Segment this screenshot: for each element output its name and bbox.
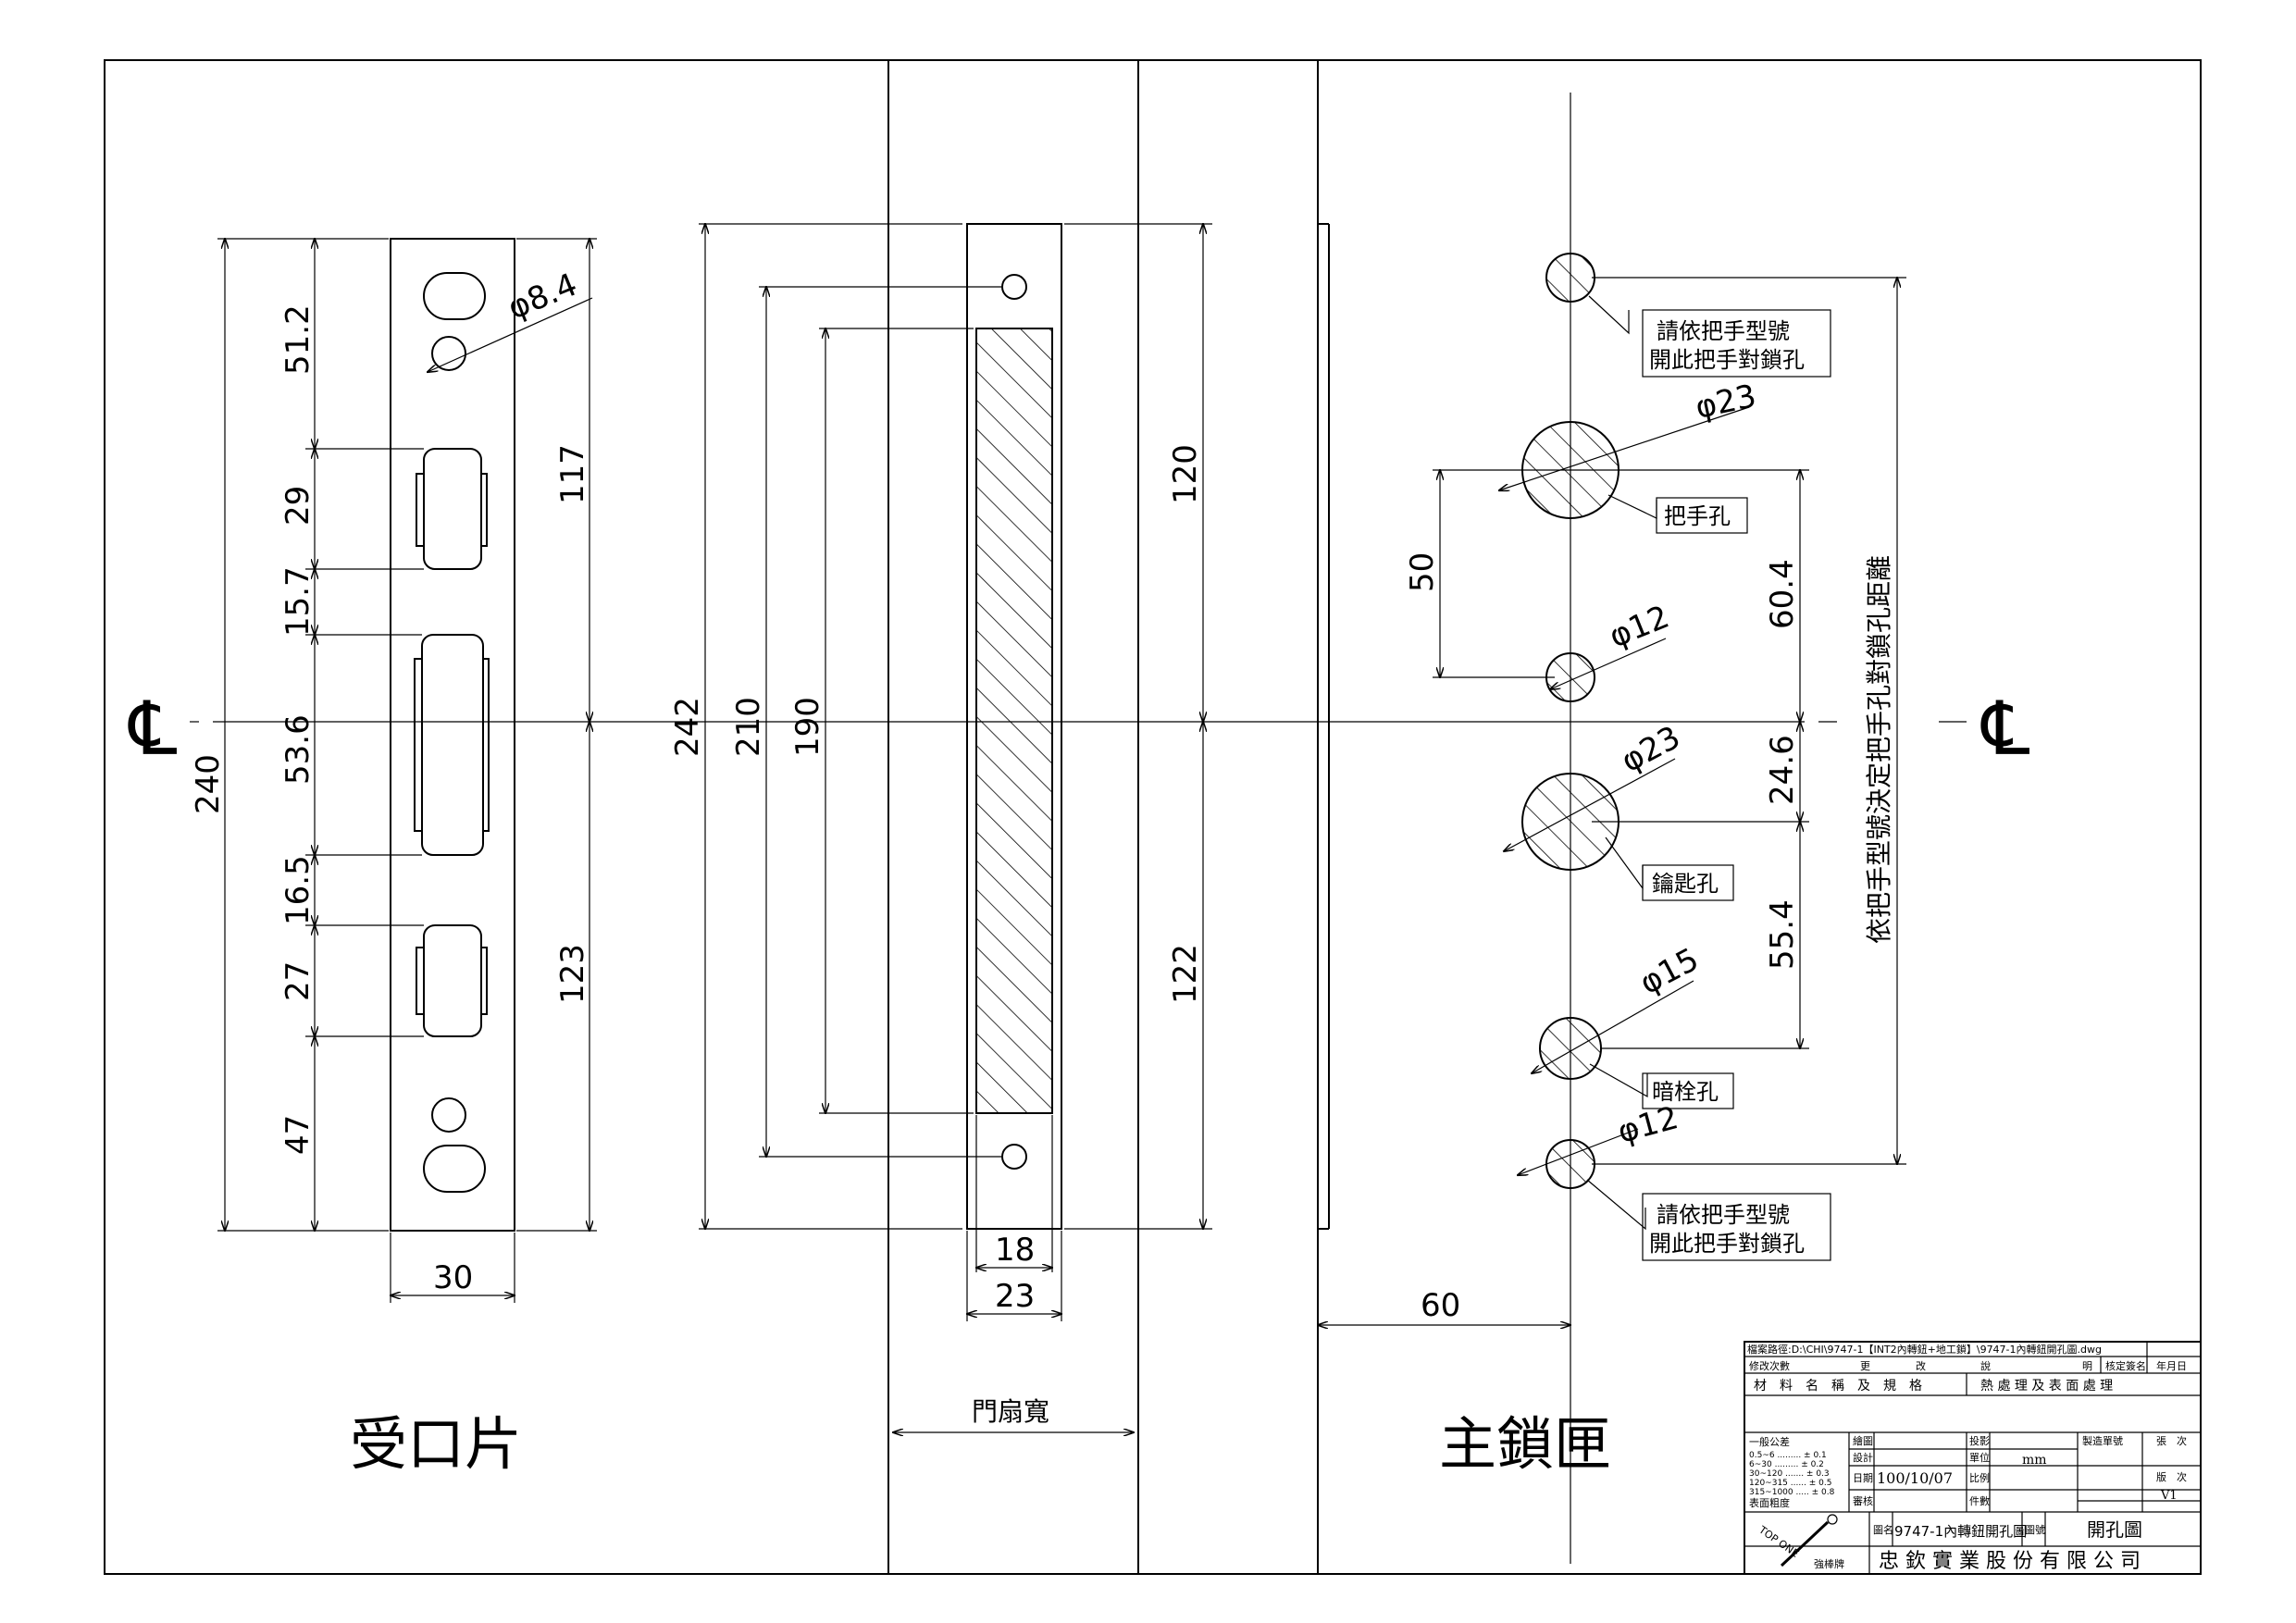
tb-change: 更 xyxy=(1860,1360,1870,1372)
dim-phi15: φ15 xyxy=(1633,941,1705,1002)
tb-material: 材 料 名 稱 及 規 格 xyxy=(1754,1379,1922,1394)
tb-date: 100/10/07 xyxy=(1877,1469,1953,1487)
dim-122: 122 xyxy=(1167,944,1204,1004)
tb-draw: 繪圖 xyxy=(1853,1434,1873,1447)
dim-24-6: 24.6 xyxy=(1764,735,1801,805)
dim-51-2: 51.2 xyxy=(279,304,316,375)
dim-23: 23 xyxy=(995,1278,1035,1315)
dim-15-7: 15.7 xyxy=(279,566,316,637)
strike-plate-label: 受口片 xyxy=(350,1410,522,1478)
tb-change2: 改 xyxy=(1916,1359,1926,1372)
handle-hole-label: 把手孔 xyxy=(1664,503,1731,529)
dim-47: 47 xyxy=(279,1115,316,1155)
centerline-symbol-right: ℄ xyxy=(1980,686,2029,772)
strike-plate xyxy=(217,238,597,1303)
tb-sheet-label: 張 次 xyxy=(2156,1434,2187,1447)
tb-approve: 核定簽名 xyxy=(2105,1359,2146,1372)
dim-60-4: 60.4 xyxy=(1764,559,1801,629)
tb-unit-val: mm xyxy=(2022,1453,2047,1468)
dim-55-4: 55.4 xyxy=(1764,899,1801,970)
dim-120: 120 xyxy=(1167,444,1204,504)
tb-tolerance: 一般公差 xyxy=(1749,1435,1790,1448)
tb-rev-count: 修改次數 xyxy=(1749,1359,1790,1372)
tb-surface: 表面粗度 xyxy=(1749,1496,1790,1509)
tb-date-col: 年月日 xyxy=(2156,1359,2187,1372)
tb-rev-label: 版 次 xyxy=(2156,1470,2187,1483)
svg-text:TOP ONE: TOP ONE xyxy=(1756,1523,1801,1560)
bolt-hole-label: 暗栓孔 xyxy=(1652,1079,1719,1105)
tb-tol-0: 0.5~6 ......... ± 0.1 xyxy=(1749,1451,1827,1460)
dim-60: 60 xyxy=(1421,1287,1460,1324)
dim-27: 27 xyxy=(279,961,316,1001)
tb-check: 審核 xyxy=(1853,1494,1873,1507)
tb-rev-val: V1 xyxy=(2160,1489,2178,1503)
dim-123: 123 xyxy=(554,944,591,1004)
tb-part: 件數 xyxy=(1969,1495,1990,1507)
tb-unit: 單位 xyxy=(1969,1451,1990,1464)
tb-tol-2: 30~120 ....... ± 0.3 xyxy=(1749,1469,1830,1479)
dim-50: 50 xyxy=(1404,552,1441,592)
door-width-label: 門扇寬 xyxy=(972,1396,1049,1427)
drawing-border xyxy=(104,59,2202,1575)
tb-proj: 投影 xyxy=(1969,1434,1990,1447)
lock-body xyxy=(1318,93,1906,1564)
tb-note: 說 xyxy=(1980,1359,1991,1372)
tb-design: 設計 xyxy=(1853,1451,1873,1464)
tb-brand: 強棒牌 xyxy=(1814,1557,1844,1570)
tb-tol-4: 315~1000 ..... ± 0.8 xyxy=(1749,1488,1835,1497)
dim-29: 29 xyxy=(279,486,316,526)
callout-bottom-line1: 請依把手型號 xyxy=(1657,1202,1790,1228)
dim-30: 30 xyxy=(433,1259,473,1296)
dim-117: 117 xyxy=(554,444,591,504)
tb-work-order: 製造單號 xyxy=(2082,1434,2123,1447)
lock-body-label: 主鎖匣 xyxy=(1439,1410,1611,1478)
dim-phi23-handle: φ23 xyxy=(1693,378,1760,427)
tb-dwg-name: 9747-1內轉鈕開孔圖 xyxy=(1894,1523,2027,1540)
door-edge-view xyxy=(699,223,1212,1432)
dim-53-6: 53.6 xyxy=(279,714,316,785)
dim-240: 240 xyxy=(190,754,227,814)
tb-dwg-no-label: 圖號 xyxy=(2025,1524,2045,1536)
dim-190: 190 xyxy=(789,697,826,757)
tb-date-label: 日期 xyxy=(1853,1472,1873,1484)
callout-top-line1: 請依把手型號 xyxy=(1657,318,1790,344)
tb-note2: 明 xyxy=(2082,1360,2092,1372)
vertical-note: 依把手型號決定把手孔對鎖孔距離 xyxy=(1864,555,1894,944)
key-hole-label: 鑰匙孔 xyxy=(1652,871,1719,897)
tb-file-path: 檔案路徑:D:\CHI\9747-1【INT2內轉鈕+地工鎖】\9747-1內轉… xyxy=(1747,1343,2102,1356)
dim-16-5: 16.5 xyxy=(279,855,316,925)
callout-bottom-line2: 開此把手對鎖孔 xyxy=(1649,1231,1805,1257)
centerline-symbol-left: ℄ xyxy=(128,686,177,772)
dim-phi23-key: φ23 xyxy=(1615,719,1686,780)
tb-company: 忠 欽 實 業 股 份 有 限 公 司 xyxy=(1879,1550,2141,1573)
tb-tol-3: 120~315 ...... ± 0.5 xyxy=(1749,1479,1832,1488)
dim-phi12-top: φ12 xyxy=(1604,599,1674,656)
dim-210: 210 xyxy=(730,697,767,757)
dim-phi12-bottom: φ12 xyxy=(1614,1099,1682,1151)
tb-dwg-no: 開孔圖 xyxy=(2087,1518,2142,1541)
tb-dwg-name-label: 圖名 xyxy=(1873,1523,1893,1536)
dim-242: 242 xyxy=(669,697,706,757)
tb-tol-1: 6~30 ......... ± 0.2 xyxy=(1749,1460,1824,1469)
callout-top-line2: 開此把手對鎖孔 xyxy=(1649,347,1805,373)
tb-heat: 熱 處 理 及 表 面 處 理 xyxy=(1980,1379,2113,1394)
dim-18: 18 xyxy=(995,1232,1035,1269)
tb-scale: 比例 xyxy=(1969,1471,1990,1484)
